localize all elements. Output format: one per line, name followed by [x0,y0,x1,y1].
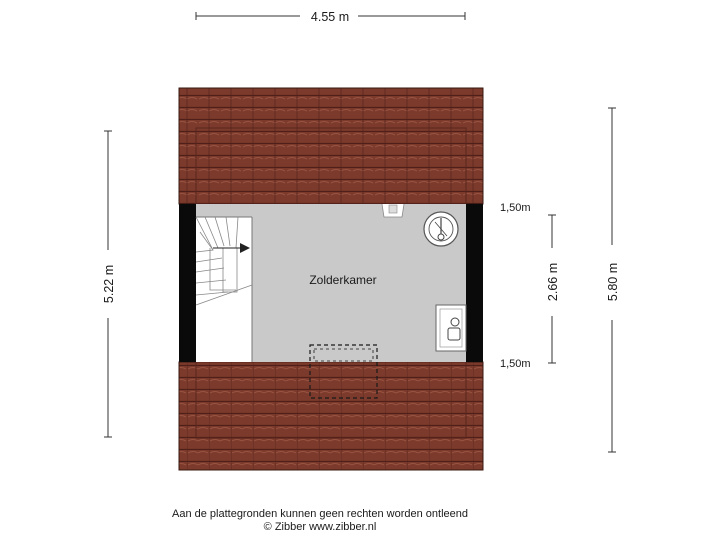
left-dimension: 5.22 m [102,130,116,438]
top-dimension: 4.55 m [195,10,466,24]
disclaimer-text: Aan de plattegronden kunnen geen rechten… [172,508,468,520]
edge-top-label: 1,50m [500,202,531,214]
copyright-text: © Zibber www.zibber.nl [264,521,377,533]
ceiling-fixture [381,203,405,218]
top-width-label: 4.55 m [311,10,349,24]
left-height-label: 5.22 m [102,265,116,303]
edge-bottom-label: 1,50m [500,358,531,370]
boiler-icon [423,211,459,247]
right-wall [466,204,483,362]
stair-arrow-icon [240,243,250,253]
left-wall [179,204,196,362]
wall-unit-icon [435,304,467,352]
inner-height-label: 2.66 m [546,263,560,301]
right-height-label: 5.80 m [606,263,620,301]
inner-dimension: 2.66 m 1,50m 1,50m [500,202,560,370]
roof-top [178,87,484,205]
room-label: Zolderkamer [309,273,376,287]
roof-hatch [309,344,378,399]
staircase [195,216,253,362]
right-dimension: 5.80 m [606,107,620,453]
roof-bottom [178,361,484,471]
